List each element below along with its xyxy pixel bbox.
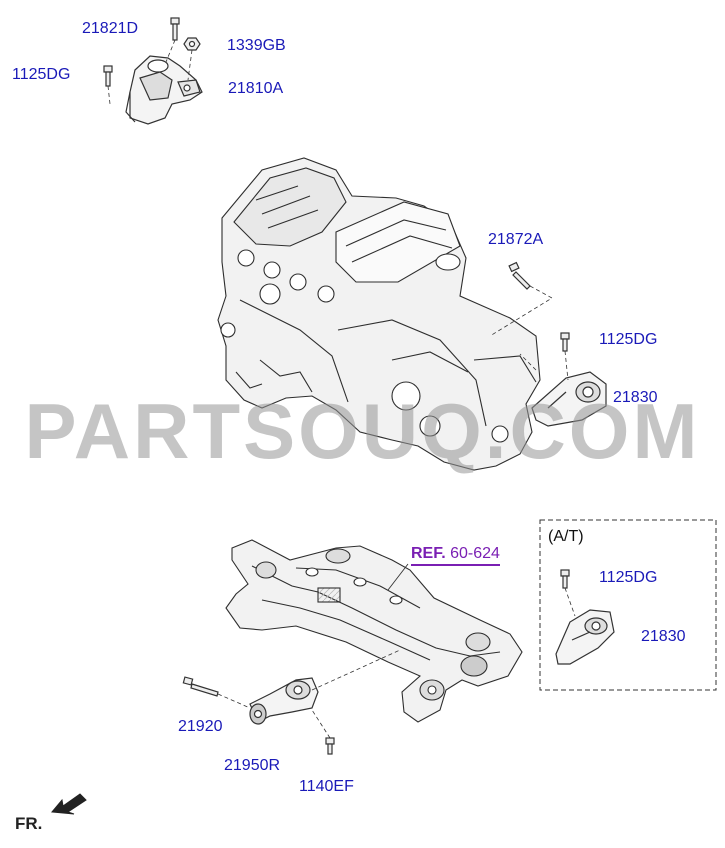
part-label-21821D[interactable]: 21821D [82,20,139,37]
transaxle-mount-21830 [531,371,607,427]
part-label-1125DG-top[interactable]: 1125DG [12,66,71,83]
part-label-21810A[interactable]: 21810A [228,80,284,97]
part-label-21830-at[interactable]: 21830 [641,628,686,645]
reference-code: 60-624 [450,545,500,562]
part-label-1339GB[interactable]: 1339GB [227,37,286,54]
reference-underline [411,564,500,566]
part-label-1125DG-at[interactable]: 1125DG [599,569,658,586]
direction-label: FR. [15,814,43,833]
roll-rod-bracket-21950R [249,677,319,725]
bolt-1140EF [325,737,335,755]
part-label-21830-mid[interactable]: 21830 [613,389,658,406]
bolt-1125DG-top [103,65,113,87]
reference-link[interactable]: REF. 60-624 [411,545,500,566]
part-label-1140EF[interactable]: 1140EF [299,778,354,795]
bolt-1125DG-at [560,569,570,589]
part-label-21950R[interactable]: 21950R [224,757,281,774]
leader-line-at [564,587,576,617]
variant-label: (A/T) [548,528,584,545]
engine-mount-bracket-21810A [125,55,203,125]
bolt-21920 [182,676,219,697]
part-label-1125DG-mid[interactable]: 1125DG [599,331,658,348]
part-label-21920[interactable]: 21920 [178,718,223,735]
ref-leader-line [387,563,409,591]
reference-prefix: REF. [411,545,446,562]
bolt-21872A [508,261,531,290]
leader-lines-bottom [217,649,401,739]
part-label-21872A[interactable]: 21872A [488,231,544,248]
transaxle-mount-21830-at [555,609,615,665]
leader-lines-mid [489,285,569,381]
engine-transaxle-assembly [217,157,541,471]
front-subframe [225,539,523,723]
bolt-1125DG-mid [560,332,570,352]
bolt-21821D [170,17,180,41]
nut-1339GB [183,37,201,51]
at-variant-box [539,519,717,691]
front-arrow-icon [51,793,87,815]
leader-lines-top [107,39,193,105]
